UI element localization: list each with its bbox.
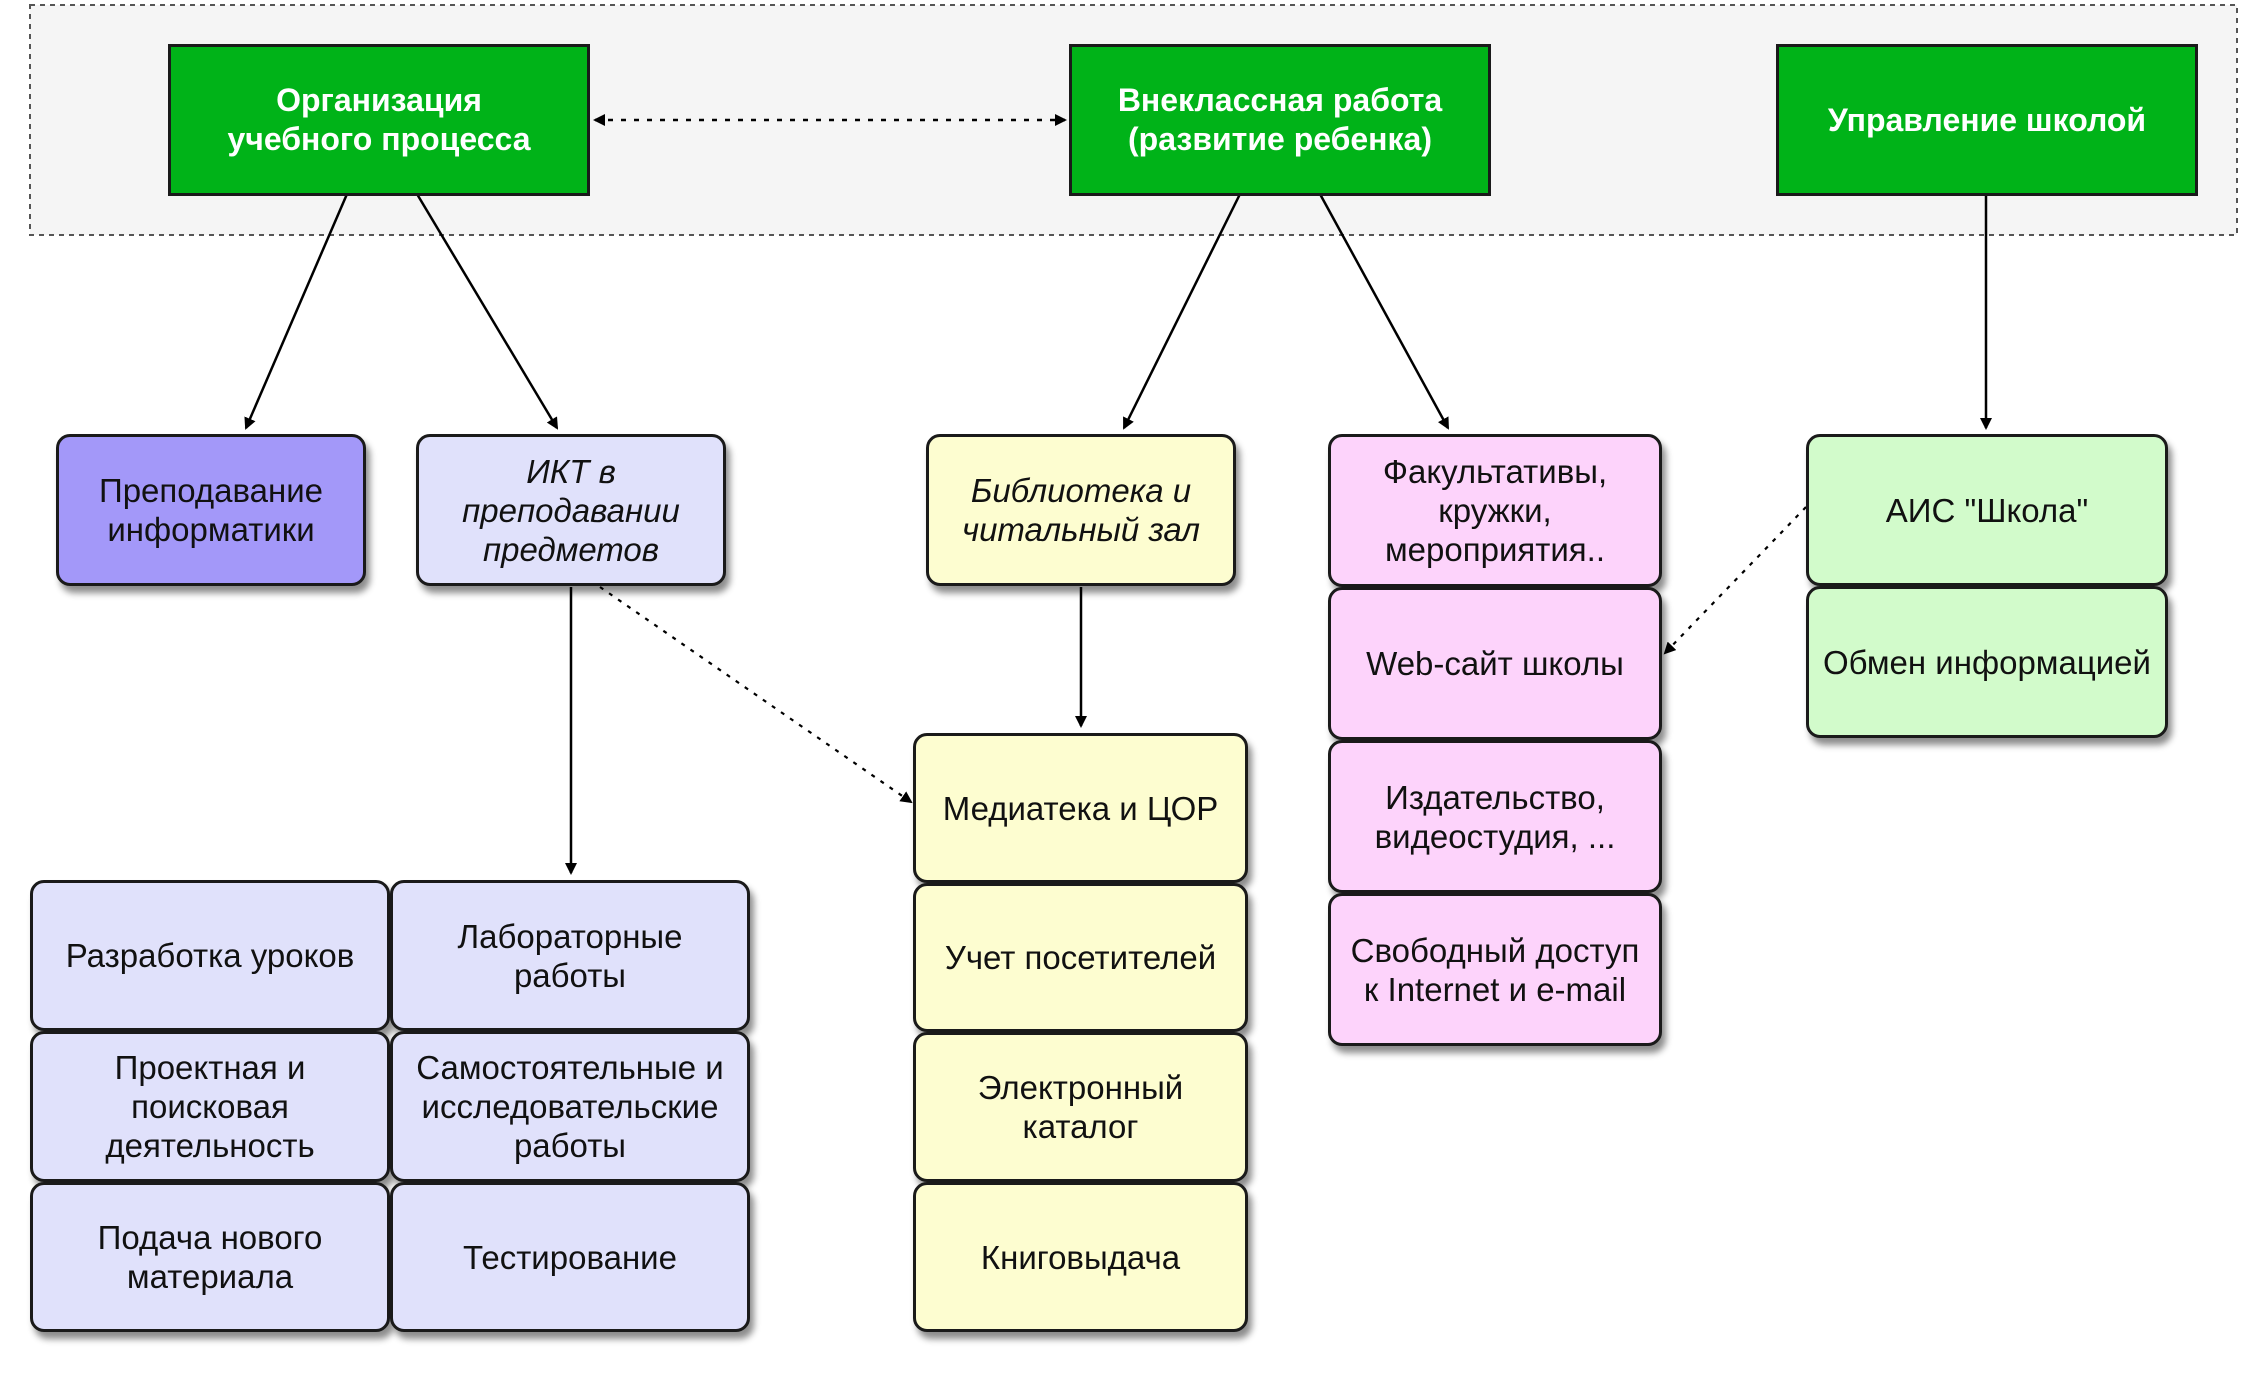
box-lab-works: Лабораторные работы: [390, 880, 750, 1031]
box-mediateka: Медиатека и ЦОР: [913, 733, 1248, 883]
dotted-ais-to-website: [1663, 506, 1807, 655]
dotted-ict-to-media: [599, 586, 913, 804]
box-testing: Тестирование: [390, 1182, 750, 1332]
box-new-material: Подача нового материала: [30, 1182, 390, 1332]
box-visitors: Учет посетителей: [913, 883, 1248, 1032]
box-library: Библиотека и читальный зал: [926, 434, 1236, 586]
arrow-org-to-teaching: [244, 193, 349, 430]
box-e-catalog: Электронный каталог: [913, 1032, 1248, 1182]
box-project-research: Проектная и поисковая деятельность: [30, 1031, 390, 1182]
box-publishing: Издательство, видеостудия, ...: [1328, 740, 1662, 893]
box-ais-school: АИС "Школа": [1806, 434, 2168, 586]
box-school-management: Управление школой: [1776, 44, 2198, 196]
box-independent-research: Самостоятельные и исследовательские рабо…: [390, 1031, 750, 1182]
arrow-extra-to-activities: [1318, 193, 1450, 430]
arrow-extra-to-library: [1122, 193, 1242, 430]
box-ict-in-teaching: ИКТ в преподавании предметов: [416, 434, 726, 586]
box-lesson-development: Разработка уроков: [30, 880, 390, 1031]
box-school-website: Web-сайт школы: [1328, 587, 1662, 740]
box-electives: Факультативы, кружки, мероприятия..: [1328, 434, 1662, 587]
box-teaching-informatics: Преподавание информатики: [56, 434, 366, 586]
box-info-exchange: Обмен информацией: [1806, 586, 2168, 738]
box-extracurricular: Внеклассная работа (развитие ребенка): [1069, 44, 1491, 196]
box-internet-access: Свободный доступ к Internet и e-mail: [1328, 893, 1662, 1046]
box-book-lending: Книговыдача: [913, 1182, 1248, 1332]
box-organization: Организация учебного процесса: [168, 44, 590, 196]
arrow-org-to-ict: [415, 193, 559, 430]
